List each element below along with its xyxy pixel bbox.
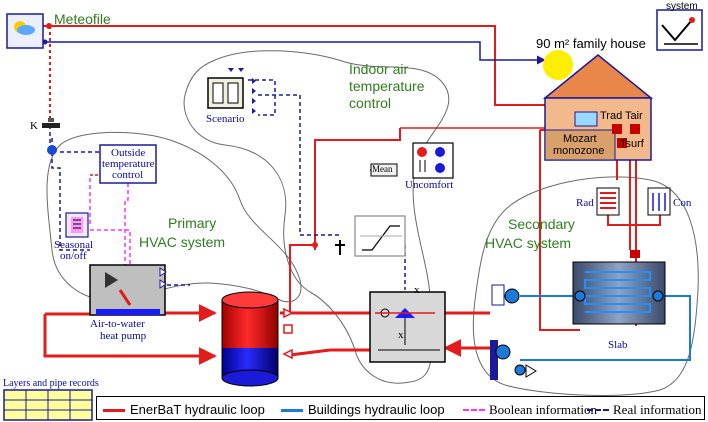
storage-tank[interactable] [221, 291, 279, 387]
layers-records-block[interactable] [3, 389, 93, 421]
con-label: Con [673, 197, 692, 209]
t-surf-label: Tsurf [620, 138, 644, 150]
mixing-valve-block[interactable] [369, 291, 446, 363]
legend-label-buildings: Buildings hydraulic loop [308, 402, 445, 417]
indoor-control-label-1: Indoor air [349, 61, 409, 77]
outside-control-label-3: control [112, 169, 144, 181]
heat-exchanger[interactable] [490, 340, 537, 380]
legend-label-real: Real information [613, 402, 702, 417]
scenario-block[interactable] [207, 68, 256, 114]
seasonal-switch[interactable] [65, 212, 89, 238]
valve-x-top-label: x [414, 284, 420, 296]
legend-label-enerbat: EnerBaT hydraulic loop [130, 402, 265, 417]
secondary-label-1: Secondary [508, 216, 575, 232]
seasonal-label-1: Seasonal [54, 239, 94, 251]
valve-x-mid-label: x [398, 329, 404, 341]
legend-swatch-buildings [281, 409, 303, 412]
secondary-pump[interactable] [491, 284, 520, 306]
legend-swatch-enerbat [103, 409, 125, 412]
mean-block[interactable] [370, 163, 398, 177]
sun-icon [543, 50, 573, 80]
rad-label: Rad [576, 197, 594, 209]
legend: EnerBaT hydraulic loop Buildings hydraul… [96, 396, 705, 420]
uncomfort-block[interactable] [412, 142, 454, 179]
primary-label-1: Primary [168, 215, 217, 231]
legend-label-boolean: Boolean information [489, 402, 597, 417]
curve-block[interactable] [354, 215, 406, 257]
legend-swatch-real [587, 409, 609, 411]
buildings-loop-lines [520, 295, 691, 361]
convector-block[interactable] [647, 187, 671, 216]
outside-control-block[interactable] [99, 144, 157, 184]
seasonal-label-2: on/off [60, 250, 87, 262]
primary-label-2: HVAC system [139, 234, 226, 250]
outside-control-label-2: temperature [102, 158, 155, 170]
indoor-control-label-3: control [349, 95, 392, 111]
house-label: 90 m² family house [536, 36, 646, 51]
radiator-block[interactable] [596, 187, 620, 216]
slab-block[interactable] [572, 261, 666, 325]
k-connector[interactable] [42, 118, 60, 155]
system-block[interactable] [656, 9, 703, 51]
heat-pump-block[interactable] [89, 264, 167, 316]
indoor-control-outline [183, 50, 450, 384]
primary-outline [46, 131, 302, 303]
meteofile-label: Meteofile [54, 11, 111, 27]
secondary-outline [472, 176, 699, 396]
mozart-label-2: monozone [553, 145, 605, 157]
layers-label: Layers and pipe records [3, 378, 99, 389]
k-label: K [30, 120, 38, 132]
heat-pump-label-2: heat pump [100, 330, 147, 342]
t-rad-label: Trad [600, 110, 623, 122]
heat-pump-label-1: Air-to-water [90, 318, 145, 330]
outside-control-label-1: Outside [111, 147, 146, 159]
mean-label: Mean [372, 164, 393, 174]
t-air-label: Tair [625, 110, 643, 122]
mozart-label-1: Mozart [563, 133, 597, 145]
uncomfort-label: Uncomfort [405, 179, 454, 191]
boolean-information-lines [89, 178, 131, 265]
scenario-label: Scenario [206, 113, 245, 125]
legend-swatch-boolean [463, 409, 485, 411]
indoor-control-label-2: temperature [349, 78, 425, 94]
system-label: system [666, 1, 698, 12]
meteofile-icon[interactable] [6, 13, 52, 49]
real-information-lines [49, 79, 406, 290]
house-block[interactable] [542, 54, 654, 161]
secondary-label-2: HVAC system [485, 235, 572, 251]
indoor-temp-sensor[interactable] [312, 240, 345, 255]
slab-label: Slab [608, 339, 628, 351]
